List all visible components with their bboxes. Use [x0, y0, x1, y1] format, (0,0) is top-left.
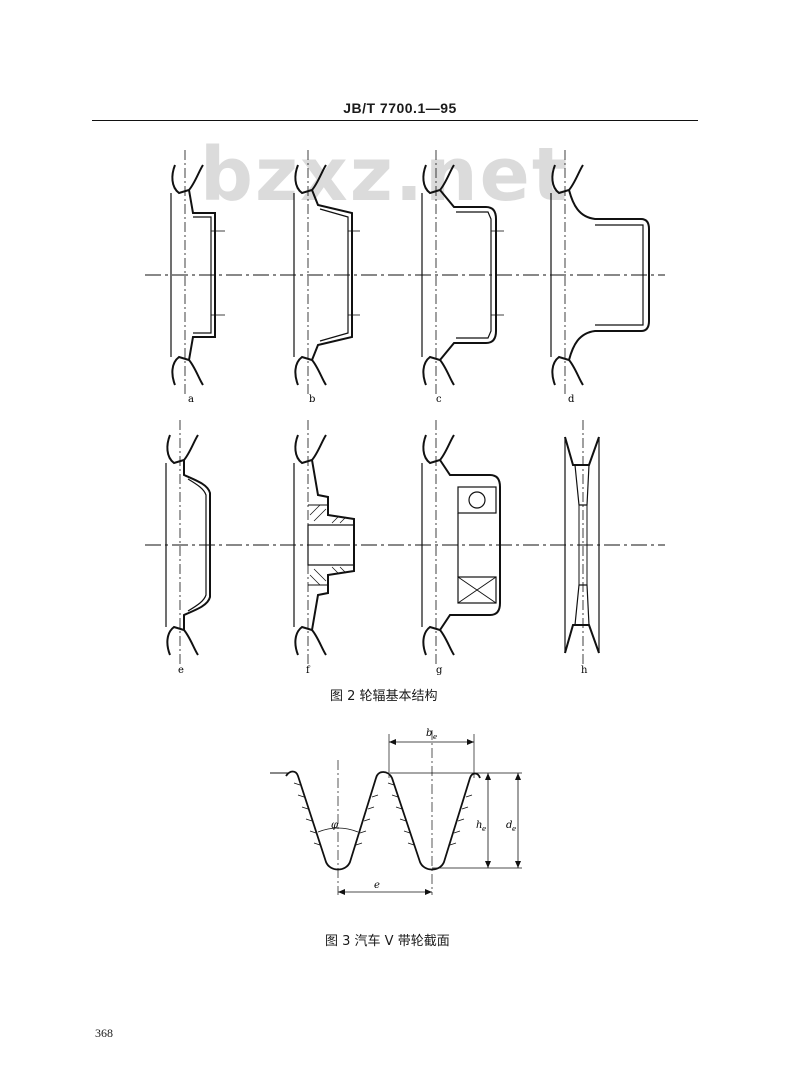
label-he: h	[476, 820, 482, 831]
panel-d-drawing	[550, 150, 650, 395]
figure-2-caption: 图 2 轮辐基本结构	[330, 689, 438, 704]
figure-3-caption: 图 3 汽车 V 带轮截面	[325, 934, 450, 949]
panel-label-c: c	[436, 394, 442, 405]
panel-label-d: d	[568, 394, 575, 405]
figure-3-drawing: b e h e d e φ e	[270, 728, 522, 895]
standard-code-header: JB/T 7700.1—95	[343, 100, 457, 116]
label-de: d	[506, 820, 512, 831]
panel-e-drawing	[165, 420, 211, 665]
label-be-sub: e	[433, 733, 437, 741]
panel-g-drawing	[421, 420, 501, 665]
page-number: 368	[95, 1026, 113, 1040]
header-rule	[92, 120, 698, 121]
panel-label-g: g	[436, 665, 443, 676]
panel-f-drawing	[293, 420, 355, 665]
label-e: e	[374, 880, 380, 891]
figure-2-drawing: a b c d e f g h	[145, 150, 665, 676]
label-de-sub: e	[512, 825, 516, 833]
watermark: bzxz.net	[200, 132, 570, 218]
panel-label-h: h	[581, 665, 588, 676]
panel-b-drawing	[293, 150, 360, 395]
panel-label-b: b	[309, 394, 315, 405]
panel-a-drawing	[170, 150, 225, 395]
panel-label-e: e	[178, 665, 184, 676]
label-phi: φ	[331, 820, 338, 831]
label-be: b	[426, 728, 432, 739]
panel-label-f: f	[306, 665, 311, 676]
panel-label-a: a	[188, 394, 194, 405]
panel-h-drawing	[564, 420, 600, 665]
label-he-sub: e	[482, 825, 486, 833]
panel-c-drawing	[421, 150, 504, 395]
